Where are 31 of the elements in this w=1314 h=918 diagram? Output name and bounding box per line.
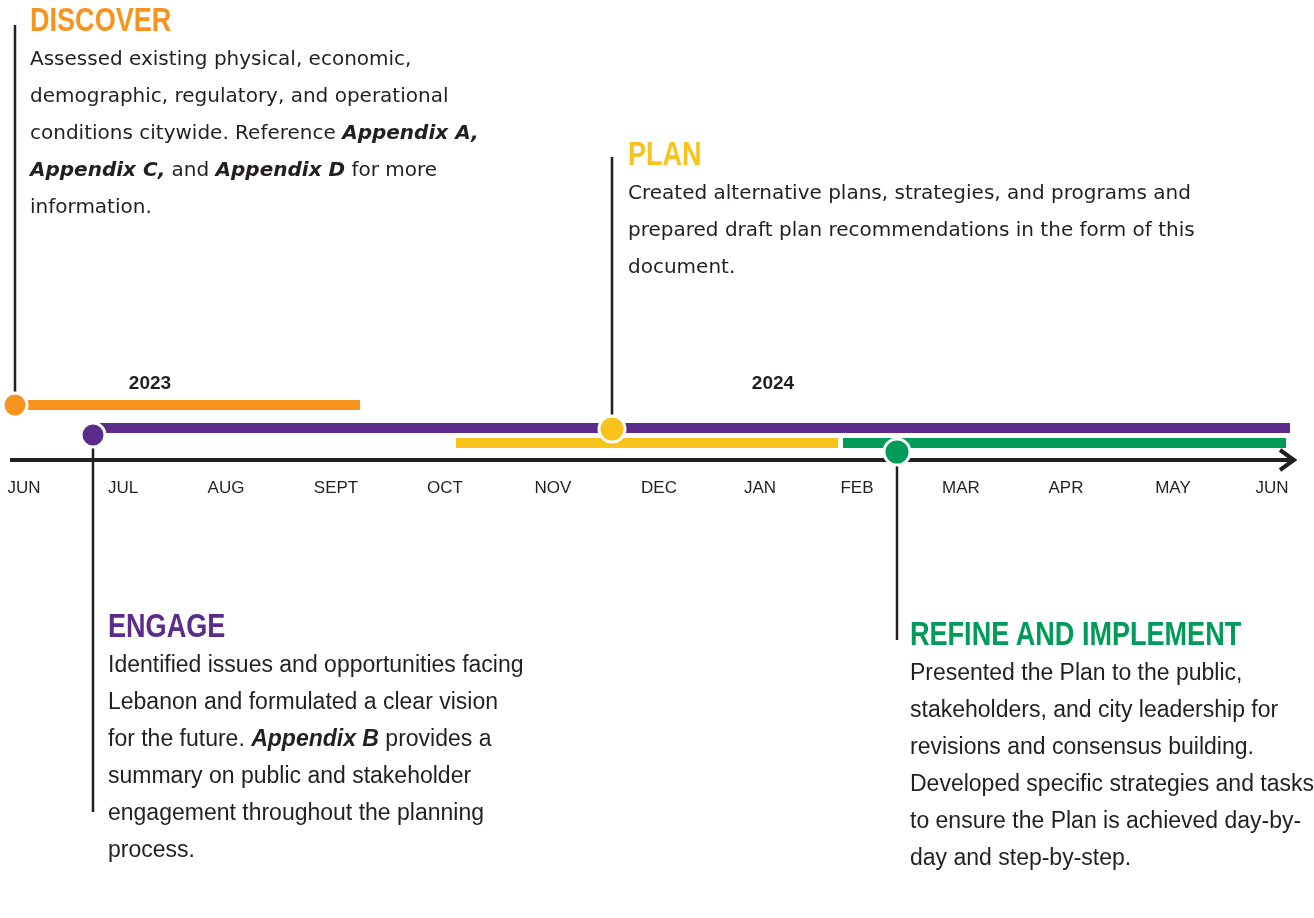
month-label: SEPT <box>313 478 359 498</box>
phase-description: Presented the Plan to the public, stakeholders, and city leadership for revisions and consensus building. Developed specific strategies and tasks to ensure the Plan is achieved day-by-day and step-by-step. <box>910 658 1314 872</box>
milestone-dot <box>597 414 627 444</box>
month-label: FEB <box>840 478 874 498</box>
month-label: JUN <box>1255 478 1289 498</box>
phase-heading: ENGAGE <box>108 608 226 644</box>
month-label: OCT <box>427 478 463 498</box>
milestone-dot <box>882 437 912 467</box>
phase-description: Created alternative plans, strategies, and programs and prepared draft plan recommendations in the form of this document. <box>628 179 1196 280</box>
milestone-dot <box>1 391 29 419</box>
leader-line <box>610 157 614 416</box>
phase-description: Assessed existing physical, economic, demographic, regulatory, and operational conditions citywide. Reference Appendix A, Appendix C, and Appendix D for more information. <box>30 45 480 220</box>
phase-heading: PLAN <box>628 136 702 172</box>
month-label: MAY <box>1155 478 1191 498</box>
leader-line <box>91 447 95 812</box>
month-label: APR <box>1048 478 1084 498</box>
phase-heading: REFINE AND IMPLEMENT <box>910 616 1242 652</box>
month-label: DEC <box>641 478 677 498</box>
leader-line <box>13 25 17 393</box>
year-label: 2024 <box>751 372 795 394</box>
month-label: MAR <box>942 478 980 498</box>
phase-heading: DISCOVER <box>30 2 172 38</box>
year-label: 2023 <box>128 372 172 394</box>
month-label: NOV <box>534 478 572 498</box>
month-label: JUN <box>7 478 41 498</box>
month-label: AUG <box>207 478 245 498</box>
leader-line <box>895 465 899 640</box>
month-label: JAN <box>743 478 777 498</box>
milestone-dot <box>79 421 107 449</box>
month-label: JUL <box>107 478 139 498</box>
phase-description: Identified issues and opportunities facing Lebanon and formulated a clear vision for the future. Appendix B provides a summary on public and stakeholder engagement throughout the planning process. <box>108 650 525 864</box>
